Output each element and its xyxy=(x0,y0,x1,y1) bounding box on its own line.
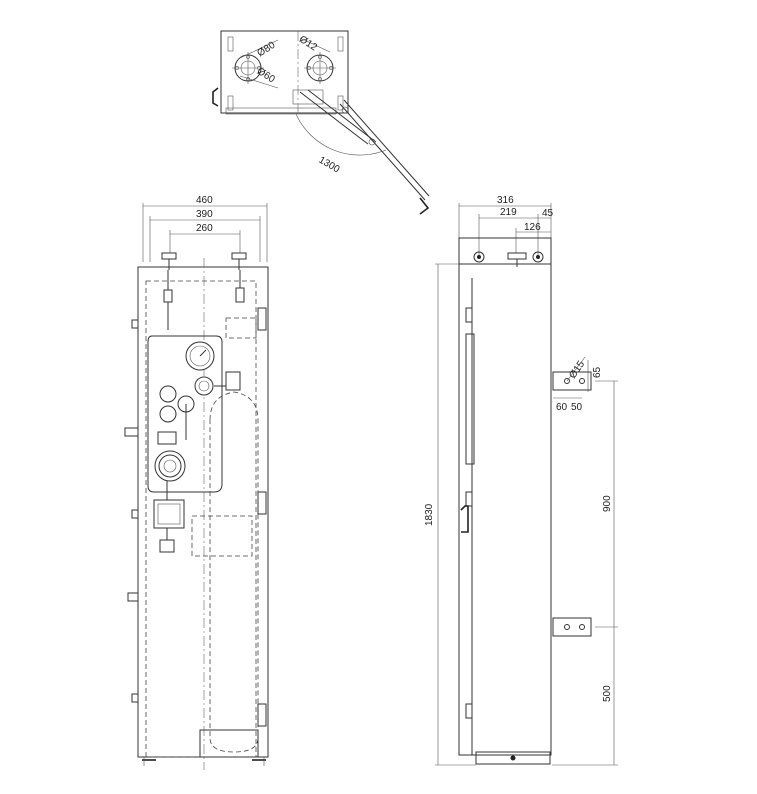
side-depth-316: 316 xyxy=(497,195,514,206)
top-view: Ø80 Ø12 Ø60 1300 xyxy=(212,30,430,215)
side-depth-219: 219 xyxy=(500,207,517,218)
wall-bracket-lower xyxy=(552,617,592,637)
spacing-900: 900 xyxy=(602,495,613,512)
pressure-gauge-small-b xyxy=(159,405,177,423)
front-width-460: 460 xyxy=(196,195,213,206)
top-opening-right xyxy=(304,52,336,84)
bracket-60: 60 xyxy=(556,402,568,413)
front-view: 460 390 260 xyxy=(124,195,269,770)
cabinet-side xyxy=(458,263,552,756)
top-view-plate xyxy=(220,30,349,114)
hole-dia-15: Ø15 xyxy=(567,359,587,381)
height-1830: 1830 xyxy=(424,503,435,526)
side-view: 316 219 45 126 xyxy=(424,195,618,766)
bracket-50: 50 xyxy=(571,402,583,413)
front-width-260: 260 xyxy=(196,223,213,234)
dia-80-label: Ø80 xyxy=(255,40,277,60)
top-hinge-left xyxy=(212,87,219,107)
base-500: 500 xyxy=(602,685,613,702)
side-offset-45: 45 xyxy=(542,208,554,219)
front-width-390: 390 xyxy=(196,209,213,220)
swing-radius-label: 1300 xyxy=(317,155,342,176)
side-offset-126: 126 xyxy=(524,222,541,233)
pressure-gauge-small-a xyxy=(159,385,177,403)
swing-arc xyxy=(295,113,387,156)
bracket-65: 65 xyxy=(592,366,603,378)
top-opening-left xyxy=(232,52,264,84)
wall-bracket-upper xyxy=(552,371,592,391)
dia-60-label: Ø60 xyxy=(255,66,277,86)
dia-12-label: Ø12 xyxy=(297,34,319,54)
